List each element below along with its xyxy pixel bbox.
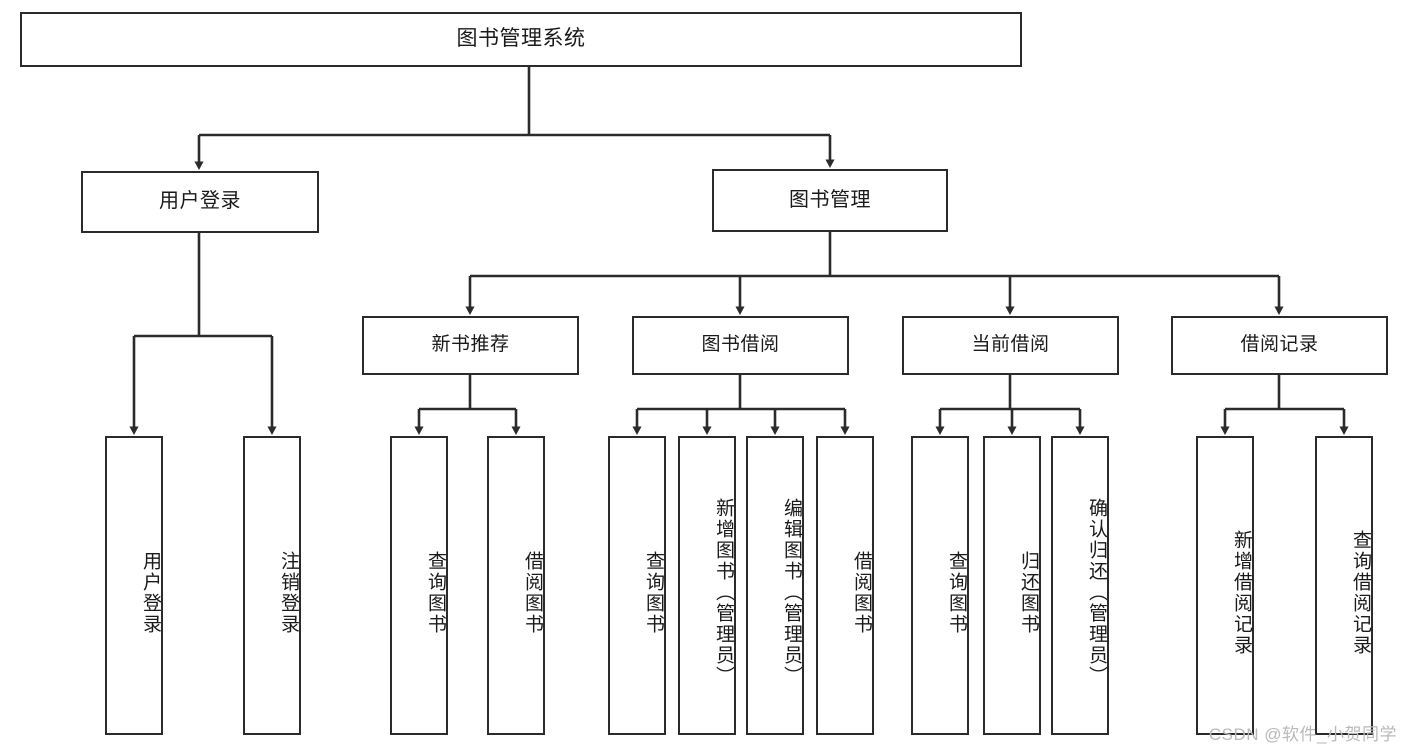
node-label: 注销登录 [278, 550, 299, 635]
leaf-node-2[interactable]: 查询图书 [390, 436, 448, 735]
node-label: 查询图书 [946, 550, 967, 635]
level2-node-2[interactable]: 当前借阅 [902, 316, 1119, 375]
node-label: 新增借阅记录 [1231, 529, 1252, 656]
node-label: 图书借阅 [701, 334, 780, 356]
leaf-node-8[interactable]: 查询图书 [911, 436, 969, 735]
node-label: 图书管理系统 [456, 27, 586, 51]
node-label: 图书管理 [789, 188, 871, 211]
watermark-label: CSDN @软件_小贺同学 [1208, 725, 1397, 744]
level2-node-0[interactable]: 新书推荐 [362, 316, 579, 375]
node-label: 用户登录 [140, 550, 161, 635]
leaf-node-7[interactable]: 借阅图书 [816, 436, 874, 735]
level2-node-1[interactable]: 图书借阅 [632, 316, 849, 375]
node-label: 确认归还（管理员） [1086, 498, 1107, 687]
node-label: 借阅图书 [851, 550, 872, 635]
leaf-node-9[interactable]: 归还图书 [983, 436, 1041, 735]
node-label: 新书推荐 [431, 334, 510, 356]
leaf-node-1[interactable]: 注销登录 [243, 436, 301, 735]
node-label: 新增图书（管理员） [713, 498, 734, 687]
node-label: 用户登录 [159, 190, 241, 213]
level1-node-1[interactable]: 图书管理 [712, 169, 948, 232]
leaf-node-10[interactable]: 确认归还（管理员） [1051, 436, 1109, 735]
leaf-node-4[interactable]: 查询图书 [608, 436, 666, 735]
level2-node-3[interactable]: 借阅记录 [1171, 316, 1388, 375]
node-label: 当前借阅 [971, 334, 1050, 356]
node-label: 归还图书 [1018, 550, 1039, 635]
node-label: 查询图书 [643, 550, 664, 635]
leaf-node-5[interactable]: 新增图书（管理员） [678, 436, 736, 735]
leaf-node-6[interactable]: 编辑图书（管理员） [746, 436, 804, 735]
node-label: 借阅记录 [1240, 334, 1319, 356]
node-label: 借阅图书 [522, 550, 543, 635]
leaf-node-3[interactable]: 借阅图书 [487, 436, 545, 735]
leaf-node-11[interactable]: 新增借阅记录 [1196, 436, 1254, 735]
node-label: 编辑图书（管理员） [781, 498, 802, 687]
leaf-node-0[interactable]: 用户登录 [105, 436, 163, 735]
node-label: 查询借阅记录 [1350, 529, 1371, 656]
leaf-node-12[interactable]: 查询借阅记录 [1315, 436, 1373, 735]
root-node-0[interactable]: 图书管理系统 [20, 12, 1022, 67]
level1-node-0[interactable]: 用户登录 [81, 171, 319, 233]
node-label: 查询图书 [425, 550, 446, 635]
